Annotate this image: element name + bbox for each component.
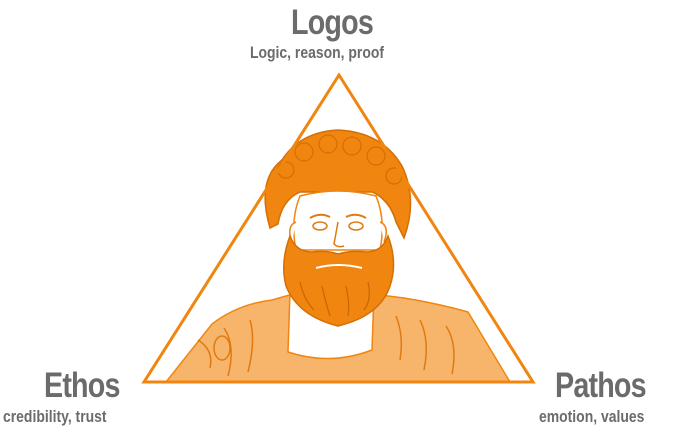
logos-subtitle: Logic, reason, proof xyxy=(250,44,384,61)
pathos-title: Pathos xyxy=(555,368,646,403)
aristotle-bust-illustration xyxy=(166,130,510,382)
ethos-title: Ethos xyxy=(44,368,120,403)
pathos-subtitle: emotion, values xyxy=(539,408,644,425)
logos-title: Logos xyxy=(291,5,373,40)
ethos-subtitle: credibility, trust xyxy=(3,408,107,425)
